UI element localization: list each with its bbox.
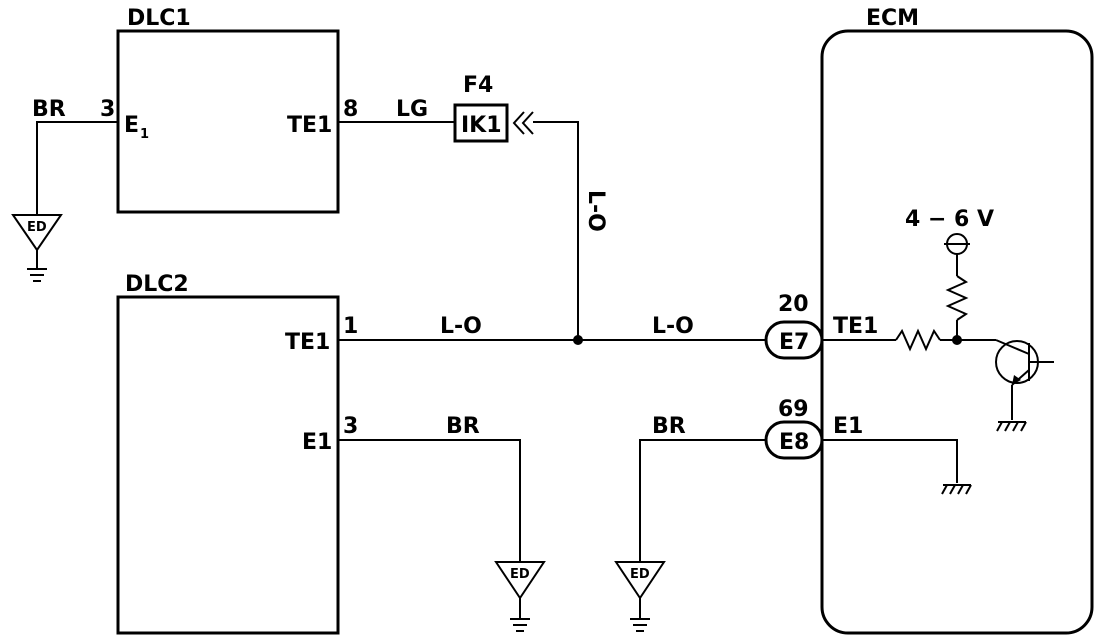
ground-ed-dlc1: ED [11,214,63,282]
dlc1-e1-subscript: 1 [140,127,149,142]
wire-color-br-dlc1: BR [32,97,66,122]
connector-chevron-icon [512,111,534,135]
connector-ik1-box [453,103,509,143]
dlc1-pin8: 8 [343,97,358,122]
svg-text:ED: ED [510,567,530,582]
ecm-te1-label: TE1 [833,314,878,339]
chassis-ground-e1-icon [941,484,972,495]
resistor-series-icon [895,328,941,352]
connector-e7-label: E7 [779,330,809,355]
wire-lo-vertical [533,121,579,340]
ecm-title: ECM [866,6,919,31]
dlc1-title: DLC1 [127,6,191,31]
dlc2-pin3: 3 [343,414,358,439]
dlc2-box [116,295,340,635]
connector-e8-label: E8 [779,430,809,455]
wire-color-lo-ecm: L-O [652,314,694,339]
ground-ed-dlc2: ED [494,561,546,632]
ecm-box [820,29,1094,635]
transistor-icon [995,339,1054,386]
dlc1-e1-label: E [124,113,139,138]
dlc2-pin1: 1 [343,314,358,339]
svg-text:ED: ED [630,567,650,582]
ground-ed-e8: ED [614,561,666,632]
dlc1-te1-label: TE1 [287,113,332,138]
wire-color-lo-dlc2: L-O [440,314,482,339]
ecm-pin69: 69 [778,397,809,422]
voltage-label: 4 − 6 V [905,207,994,232]
wire-br-e8-ground [639,439,766,562]
wire-br-dlc1-ground [36,121,118,215]
svg-text:ED: ED [27,220,47,235]
dlc2-e1-label: E1 [302,430,332,455]
wire-color-lo-vertical: L-O [583,190,608,232]
dlc2-te1-label: TE1 [285,330,330,355]
splice-junction [573,335,583,345]
connector-ik1-label: IK1 [461,113,502,138]
dlc1-pin3: 3 [100,97,115,122]
chassis-ground-icon [996,421,1027,432]
wire-br-dlc2-ground [338,439,521,562]
wire-color-lg: LG [396,97,428,122]
dlc2-title: DLC2 [125,272,189,297]
ecm-pin20: 20 [778,292,809,317]
connector-f4-label: F4 [463,73,493,98]
wire-color-br-e8: BR [652,414,686,439]
ecm-e1-ground-wire [822,439,958,483]
ecm-e1-label: E1 [833,414,863,439]
wire-color-br-dlc2: BR [446,414,480,439]
resistor-pullup-icon [945,275,969,321]
